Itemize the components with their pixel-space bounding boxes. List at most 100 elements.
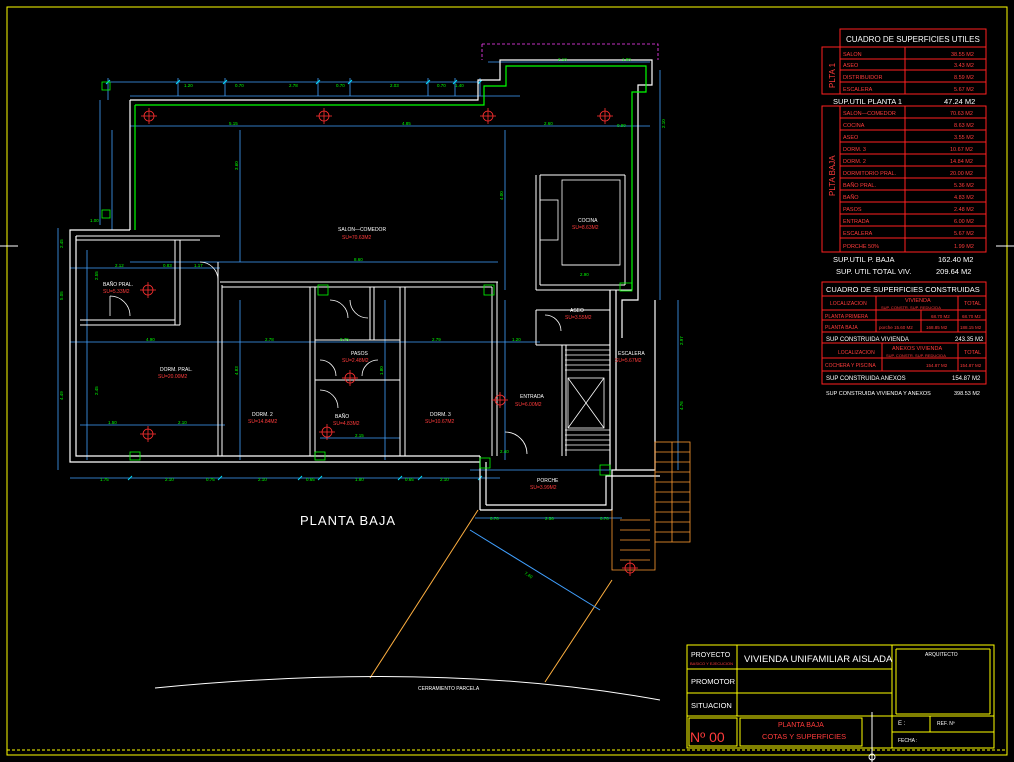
ref-label: REF. Nº xyxy=(937,721,955,727)
dim-text: 2.15 xyxy=(355,433,364,438)
floor1-row-value: 8.59 M2 xyxy=(954,75,974,81)
dim-text: 4.76 xyxy=(679,401,684,410)
row-total: 188.15 M2 xyxy=(960,325,982,330)
floor0-row-value: 2.48 M2 xyxy=(954,207,974,213)
floor0-row-name: ASEO xyxy=(843,135,859,141)
dim-text: 0.75 xyxy=(206,477,215,482)
floor0-row-name: DORM. 2 xyxy=(843,159,866,165)
proyecto-value: VIVIENDA UNIFAMILIAR AISLADA xyxy=(744,654,893,665)
dim-text: 1.40 xyxy=(455,83,464,88)
viv-total-value: 243.35 M2 xyxy=(955,337,984,343)
dim-text: 1.80 xyxy=(379,366,384,375)
anex-total-label: SUP CONSTRUIDA ANEXOS xyxy=(826,376,906,382)
floor0-row-name: ENTRADA xyxy=(843,219,870,225)
dimension-texts: 1.20 0.70 2.78 0.70 2.03 0.70 1.40 2.10 … xyxy=(59,57,684,580)
room-name: PASOS xyxy=(351,351,369,357)
dim-text: 2.79 xyxy=(432,337,441,342)
room-area: SU=5.33M2 xyxy=(103,289,130,295)
dim-text: 4.00 xyxy=(499,191,504,200)
dim-text: 0.70 xyxy=(336,83,345,88)
plan-title: PLANTA BAJA xyxy=(300,513,396,528)
room-area: SU=3.55M2 xyxy=(565,315,592,321)
floor1-row-name: ESCALERA xyxy=(843,87,873,93)
floor0-row-name: BAÑO PRAL. xyxy=(843,182,876,189)
floor0-row-name: PORCHE 50% xyxy=(843,244,879,250)
header-anexos-sub: SUP. CONSTR. SUP. REDUCIDA xyxy=(886,353,946,358)
title-block-grid xyxy=(686,644,995,749)
grand-total-value: 209.64 M2 xyxy=(936,267,971,276)
promotor-label: PROMOTOR xyxy=(691,677,736,686)
viv-total-label: SUP CONSTRUIDA VIVIENDA xyxy=(826,337,909,343)
table-construidas-grid xyxy=(821,281,987,385)
floor1-label: PLTA 1 xyxy=(828,62,837,88)
header-anexos: ANEXOS VIVIENDA xyxy=(892,346,942,352)
floor0-row-value: 6.00 M2 xyxy=(954,219,974,225)
floor0-row-value: 20.00 M2 xyxy=(950,171,973,177)
room-area: SU=5.67M2 xyxy=(615,358,642,364)
header-vivienda-sub: SUP. CONSTR. SUP. REDUCIDA xyxy=(881,305,941,310)
escala-label: E : xyxy=(898,721,906,727)
room-area: SU=6.00M2 xyxy=(515,402,542,408)
sheet-border xyxy=(0,6,1014,756)
header-vivienda: VIVIENDA xyxy=(905,298,931,304)
floor0-row-value: 10.67 M2 xyxy=(950,147,973,153)
floor1-total-label: SUP.UTIL PLANTA 1 xyxy=(833,97,902,106)
room-area: SU=14.84M2 xyxy=(248,419,278,425)
table-utiles-grid xyxy=(821,28,987,253)
dim-text: 2.97 xyxy=(679,336,684,345)
dim-text: 1.00 xyxy=(90,218,99,223)
dim-text: 2.03 xyxy=(390,83,399,88)
anex-row-c1: 154.87 M2 xyxy=(926,363,948,368)
plot-boundary-label: CERRAMIENTO PARCELA xyxy=(418,686,480,692)
floor1-row-name: ASEO xyxy=(843,63,859,69)
room-area: SU=3.99M2 xyxy=(530,485,557,491)
dim-text: 2.56 xyxy=(545,516,554,521)
light-fixtures xyxy=(140,108,638,576)
dim-text: 4.85 xyxy=(402,121,411,126)
row-c1: porche 15.60 M2 xyxy=(879,325,913,330)
dim-text: 2.45 xyxy=(94,386,99,395)
stairs xyxy=(565,349,610,451)
dim-text: 7.40 xyxy=(523,571,533,580)
dim-text: 2.10 xyxy=(165,477,174,482)
floor0-row-name: BAÑO xyxy=(843,194,859,201)
dim-text: 1.50 xyxy=(108,420,117,425)
plano-number: Nº 00 xyxy=(690,729,725,745)
floor0-row-value: 70.63 M2 xyxy=(950,111,973,117)
door-swings xyxy=(109,261,562,455)
dim-text: 1.20 xyxy=(512,337,521,342)
header-localizacion-anexos: LOCALIZACION xyxy=(838,350,875,356)
dim-text: 8.60 xyxy=(354,257,363,262)
table-superficies-utiles: CUADRO DE SUPERFICIES UTILES PLTA 1 SALO… xyxy=(821,28,987,276)
room-area: SU=4.83M2 xyxy=(333,421,360,427)
floor1-row-value: 3.43 M2 xyxy=(954,63,974,69)
header-total: TOTAL xyxy=(964,301,981,307)
dim-text: 2.45 xyxy=(59,239,64,248)
room-area: SU=2.48M2 xyxy=(342,358,369,364)
floor-plan: SALON—COMEDOR SU=70.63M2 COCINA SU=8.63M… xyxy=(57,43,691,701)
row-name: PLANTA PRIMERA xyxy=(825,314,869,320)
floor1-row-name: DISTRIBUIDOR xyxy=(843,75,882,81)
header-localizacion: LOCALIZACION xyxy=(830,301,867,307)
floor0-row-name: PASOS xyxy=(843,207,862,213)
floor0-row-name: DORM. 3 xyxy=(843,147,866,153)
room-name: BAÑO PRAL. xyxy=(103,281,133,288)
room-name: ESCALERA xyxy=(618,351,645,357)
grand-total-label: SUP. UTIL TOTAL VIV. xyxy=(836,267,911,276)
header-total-anexos: TOTAL xyxy=(964,350,981,356)
room-area: SU=70.63M2 xyxy=(342,235,372,241)
floor0-row-name: SALON—COMEDOR xyxy=(843,111,896,117)
floor0-row-value: 5.67 M2 xyxy=(954,231,974,237)
table-superficies-construidas: CUADRO DE SUPERFICIES CONSTRUIDAS LOCALI… xyxy=(821,281,987,397)
room-area: SU=10.67M2 xyxy=(425,419,455,425)
dim-text: 2.10 xyxy=(661,119,666,128)
dim-text: 1.17 xyxy=(194,263,203,268)
room-labels: SALON—COMEDOR SU=70.63M2 COCINA SU=8.63M… xyxy=(103,218,645,491)
proyecto-label: PROYECTO xyxy=(691,652,731,659)
room-name: PORCHE xyxy=(537,478,559,484)
dim-text: 2.12 xyxy=(115,263,124,268)
dim-text: 2.90 xyxy=(580,272,589,277)
dim-text: 2.40 xyxy=(500,449,509,454)
